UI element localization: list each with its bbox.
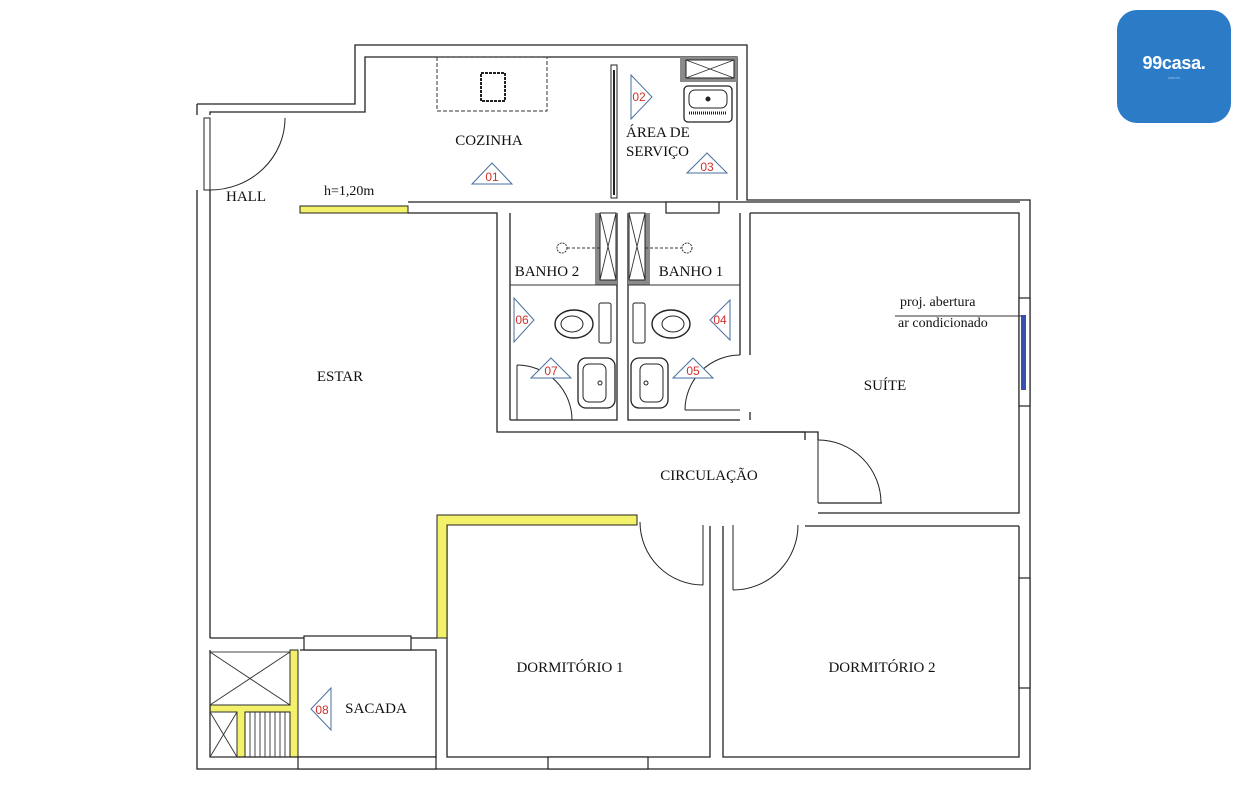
outer-wall (196, 44, 1031, 770)
view-marker-04: 04 (709, 298, 731, 342)
room-label-estar: ESTAR (317, 369, 363, 385)
low-wall (299, 205, 409, 214)
door[interactable] (732, 524, 799, 591)
svg-text:07: 07 (544, 364, 558, 378)
view-marker-08: 08 (310, 686, 332, 732)
room-label-area-servico: ÁREA DE (626, 124, 690, 141)
svg-text:01: 01 (485, 170, 499, 184)
svg-text:02: 02 (632, 90, 646, 104)
svg-text:05: 05 (686, 364, 700, 378)
ac-note: proj. abertura (900, 295, 976, 310)
room-label-area-servico: SERVIÇO (626, 144, 689, 160)
view-marker-06: 06 (513, 296, 535, 344)
sink-icon (577, 357, 616, 409)
room-label-sacada: SACADA (345, 701, 407, 717)
svg-text:06: 06 (515, 313, 529, 327)
logo-subtext: com.br (1167, 75, 1181, 80)
room-label-hall: HALL (226, 189, 266, 205)
wall-segment (760, 431, 819, 440)
window (1018, 577, 1031, 689)
room-label-suite: SUÍTE (864, 377, 907, 394)
view-marker-07: 07 (529, 357, 573, 379)
svg-text:08: 08 (315, 703, 329, 717)
brand-logo[interactable]: 99casa. com.br (1117, 10, 1231, 123)
toilet-icon (554, 302, 612, 344)
dorm2-wall (722, 526, 1020, 758)
suite-wall (750, 212, 1020, 514)
room-label-circulacao: CIRCULAÇÃO (660, 468, 758, 484)
view-marker-03: 03 (685, 152, 729, 174)
ac-note: ar condicionado (898, 316, 988, 331)
door[interactable] (203, 117, 286, 191)
height-note: h=1,20m (324, 184, 374, 199)
room-label-banho-1: BANHO 1 (659, 264, 724, 280)
view-marker-02: 02 (630, 73, 653, 121)
window (665, 201, 720, 214)
wall-segment (408, 212, 806, 440)
door[interactable] (516, 364, 573, 421)
view-marker-01: 01 (470, 162, 514, 185)
kitchen-sink-icon (480, 72, 506, 102)
kitchen-counter (436, 56, 548, 112)
low-wall (436, 514, 638, 639)
room-label-banho-2: BANHO 2 (515, 264, 580, 280)
door[interactable] (817, 439, 882, 504)
window (547, 756, 649, 770)
toilet-icon (632, 302, 691, 344)
shower-icon (556, 242, 568, 254)
laundry-tank-icon (683, 85, 733, 123)
view-marker-05: 05 (671, 357, 715, 379)
svg-text:03: 03 (700, 160, 714, 174)
room-label-cozinha: COZINHA (455, 133, 523, 149)
sink-icon (630, 357, 669, 409)
ac-opening (1021, 315, 1026, 390)
dorm1-wall (446, 525, 711, 758)
window (297, 756, 437, 770)
logo-text: 99casa. (1142, 53, 1206, 73)
shower-icon (681, 242, 693, 254)
room-label-dormitorio-2: DORMITÓRIO 2 (828, 659, 935, 676)
shaft (209, 711, 238, 758)
stair-hatch (249, 712, 286, 757)
door[interactable] (639, 521, 704, 586)
shaft (209, 651, 291, 706)
window (303, 635, 412, 651)
svg-text:04: 04 (713, 313, 727, 327)
room-label-dormitorio-1: DORMITÓRIO 1 (516, 659, 623, 676)
